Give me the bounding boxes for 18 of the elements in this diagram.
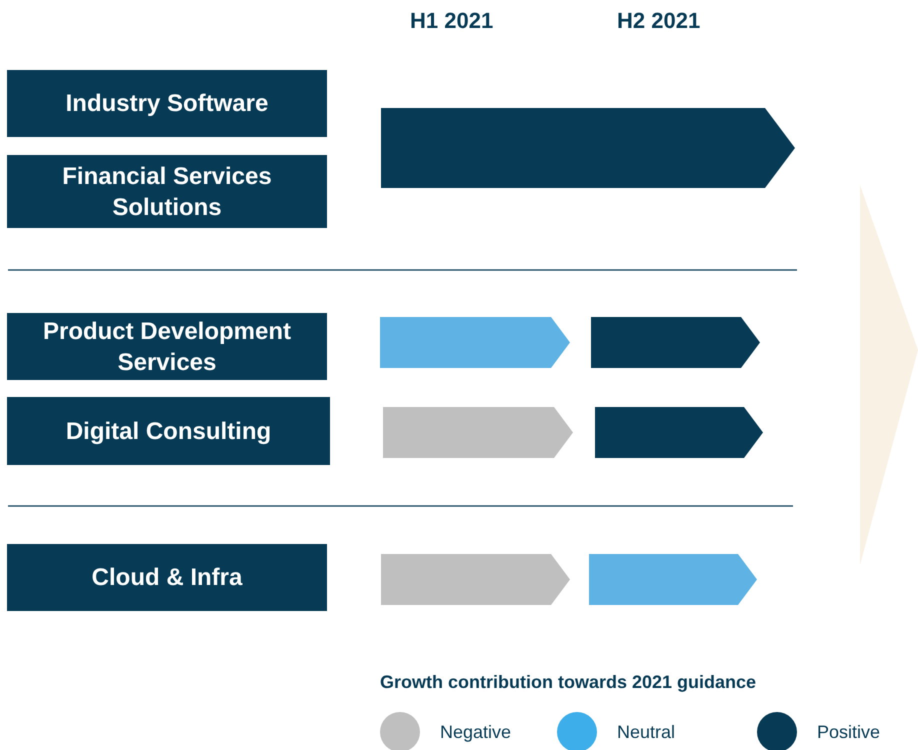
legend-label: Neutral bbox=[617, 722, 676, 743]
legend-title: Growth contribution towards 2021 guidance bbox=[380, 672, 756, 693]
status-indicator bbox=[591, 317, 760, 368]
segment-box: Financial Services Solutions bbox=[7, 155, 327, 228]
segment-box: Product Development Services bbox=[7, 313, 327, 380]
status-indicator bbox=[381, 108, 795, 188]
segment-box: Digital Consulting bbox=[7, 397, 330, 465]
status-indicator bbox=[589, 554, 757, 605]
legend-label: Positive bbox=[817, 722, 880, 743]
segment-box: Cloud & Infra bbox=[7, 544, 327, 611]
status-indicator bbox=[381, 554, 570, 605]
column-header: H1 2021 bbox=[410, 8, 494, 34]
status-indicator bbox=[383, 407, 573, 458]
status-indicator bbox=[595, 407, 763, 458]
segment-box: Industry Software bbox=[7, 70, 327, 137]
status-indicator bbox=[380, 317, 570, 368]
legend-label: Negative bbox=[440, 722, 512, 743]
column-header: H2 2021 bbox=[617, 8, 700, 34]
